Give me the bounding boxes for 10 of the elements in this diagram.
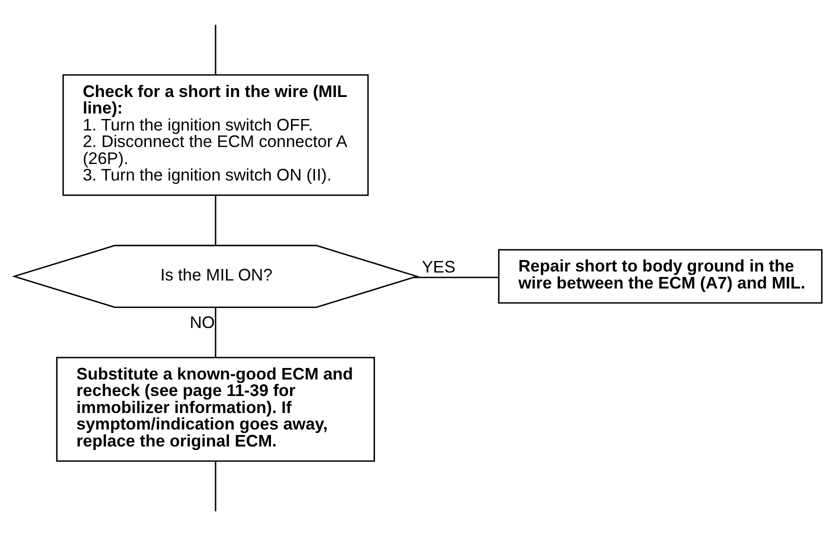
node-box: Check for a short in the wire (MIL line): 1. Turn the ignition switch OFF. 2. Disconnect the ECM connector A (26P). 3. Turn the ignition switch ON (II). <box>62 74 369 196</box>
connector <box>214 195 216 246</box>
edge-label: NO <box>190 312 215 332</box>
connector <box>414 276 498 278</box>
connector <box>214 308 216 358</box>
edge-label: YES <box>422 258 456 277</box>
node-box: Repair short to body ground in the wire between the ECM (A7) and MIL. <box>498 249 822 304</box>
connector <box>214 24 216 75</box>
connector <box>214 461 216 512</box>
node-box: Substitute a known-good ECM and recheck (see page 11-39 for immobilizer information). If symptom/indication goes away, replace the original ECM. <box>56 356 375 462</box>
